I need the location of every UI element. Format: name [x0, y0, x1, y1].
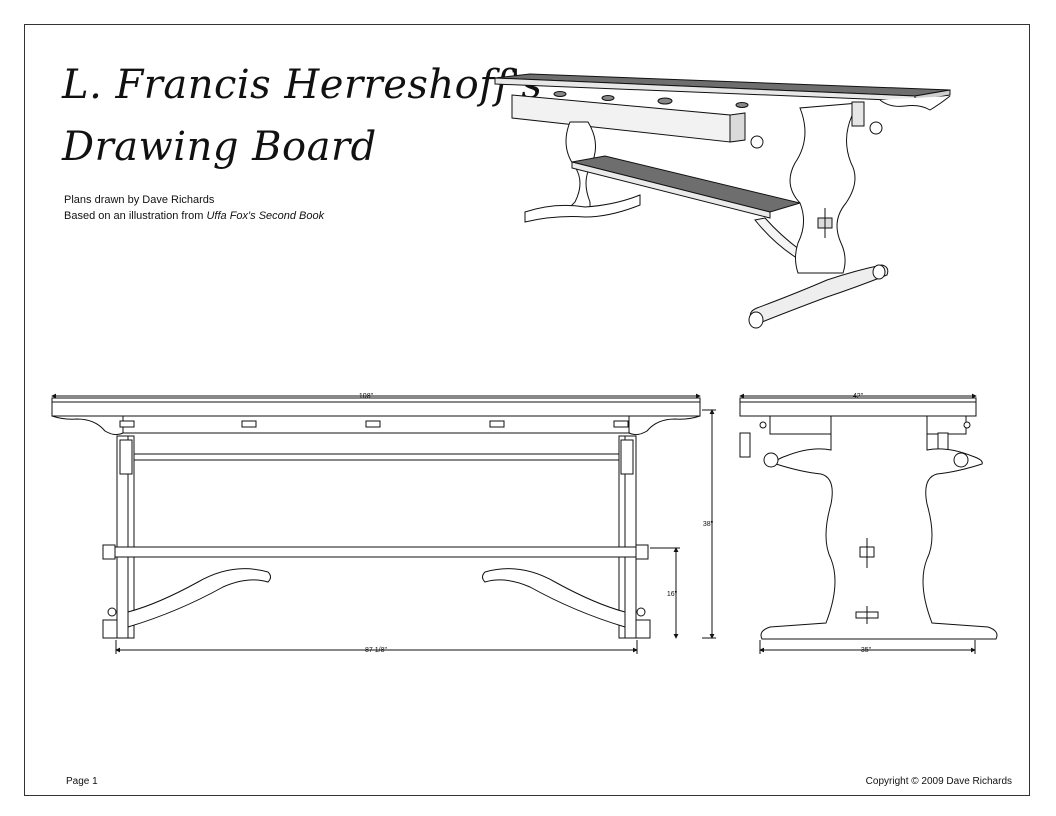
front-brace-right [482, 568, 626, 628]
iso-shelf-top [571, 155, 802, 213]
dim-end-base-width: 35" [861, 647, 872, 654]
front-tabletop [51, 397, 701, 417]
dim-height: 38" [703, 521, 714, 528]
end-tabletop [739, 397, 977, 417]
iso-drawer-front [511, 94, 731, 143]
credit-based-on-prefix: Based on an illustration from [64, 210, 207, 222]
dim-end-top-width: 42" [853, 393, 864, 400]
front-elevation [51, 393, 716, 654]
iso-near-leg [789, 102, 860, 274]
end-elevation [739, 393, 998, 654]
copyright: Copyright © 2009 Dave Richards [865, 776, 1012, 787]
dim-front-base-length: 87 1/8" [365, 647, 387, 654]
title-line-2: Drawing Board [62, 124, 377, 170]
front-top-rail [117, 453, 635, 461]
iso-drawer-side [729, 112, 746, 143]
front-right-foot [635, 619, 651, 639]
credit-book-title: Uffa Fox's Second Book [206, 210, 325, 222]
perspective-view [494, 73, 951, 329]
front-drawer-knobs [119, 420, 629, 428]
iso-foot-end-b [872, 264, 886, 280]
dim-front-top-length: 108" [359, 393, 374, 400]
end-leg-profile [760, 415, 998, 640]
iso-drawer-knobs [553, 91, 749, 108]
front-left-foot [102, 619, 118, 639]
sheet-border [24, 24, 1030, 796]
front-apron-left [51, 415, 124, 436]
iso-brace [754, 217, 801, 261]
end-peg-left [763, 452, 779, 468]
iso-shelf-edge [571, 161, 771, 219]
iso-far-foot [524, 194, 641, 223]
iso-bracket [851, 101, 865, 127]
page-number: Page 1 [66, 776, 98, 787]
iso-foot-end-a [748, 311, 764, 329]
front-shelf [102, 546, 648, 558]
iso-near-foot [749, 264, 889, 323]
iso-apron-scallop [879, 95, 951, 111]
end-peg-right [953, 452, 969, 468]
front-apron-right [628, 415, 701, 436]
iso-peg-right [869, 121, 883, 135]
dim-shelf-height: 16" [667, 591, 678, 598]
iso-peg-left [750, 135, 764, 149]
credit-drawn-by: Plans drawn by Dave Richards [64, 194, 215, 206]
credit-based-on: Based on an illustration from Uffa Fox's… [64, 210, 324, 222]
title-line-1: L. Francis Herreshoff's [62, 62, 543, 108]
front-brace-left [127, 568, 271, 628]
